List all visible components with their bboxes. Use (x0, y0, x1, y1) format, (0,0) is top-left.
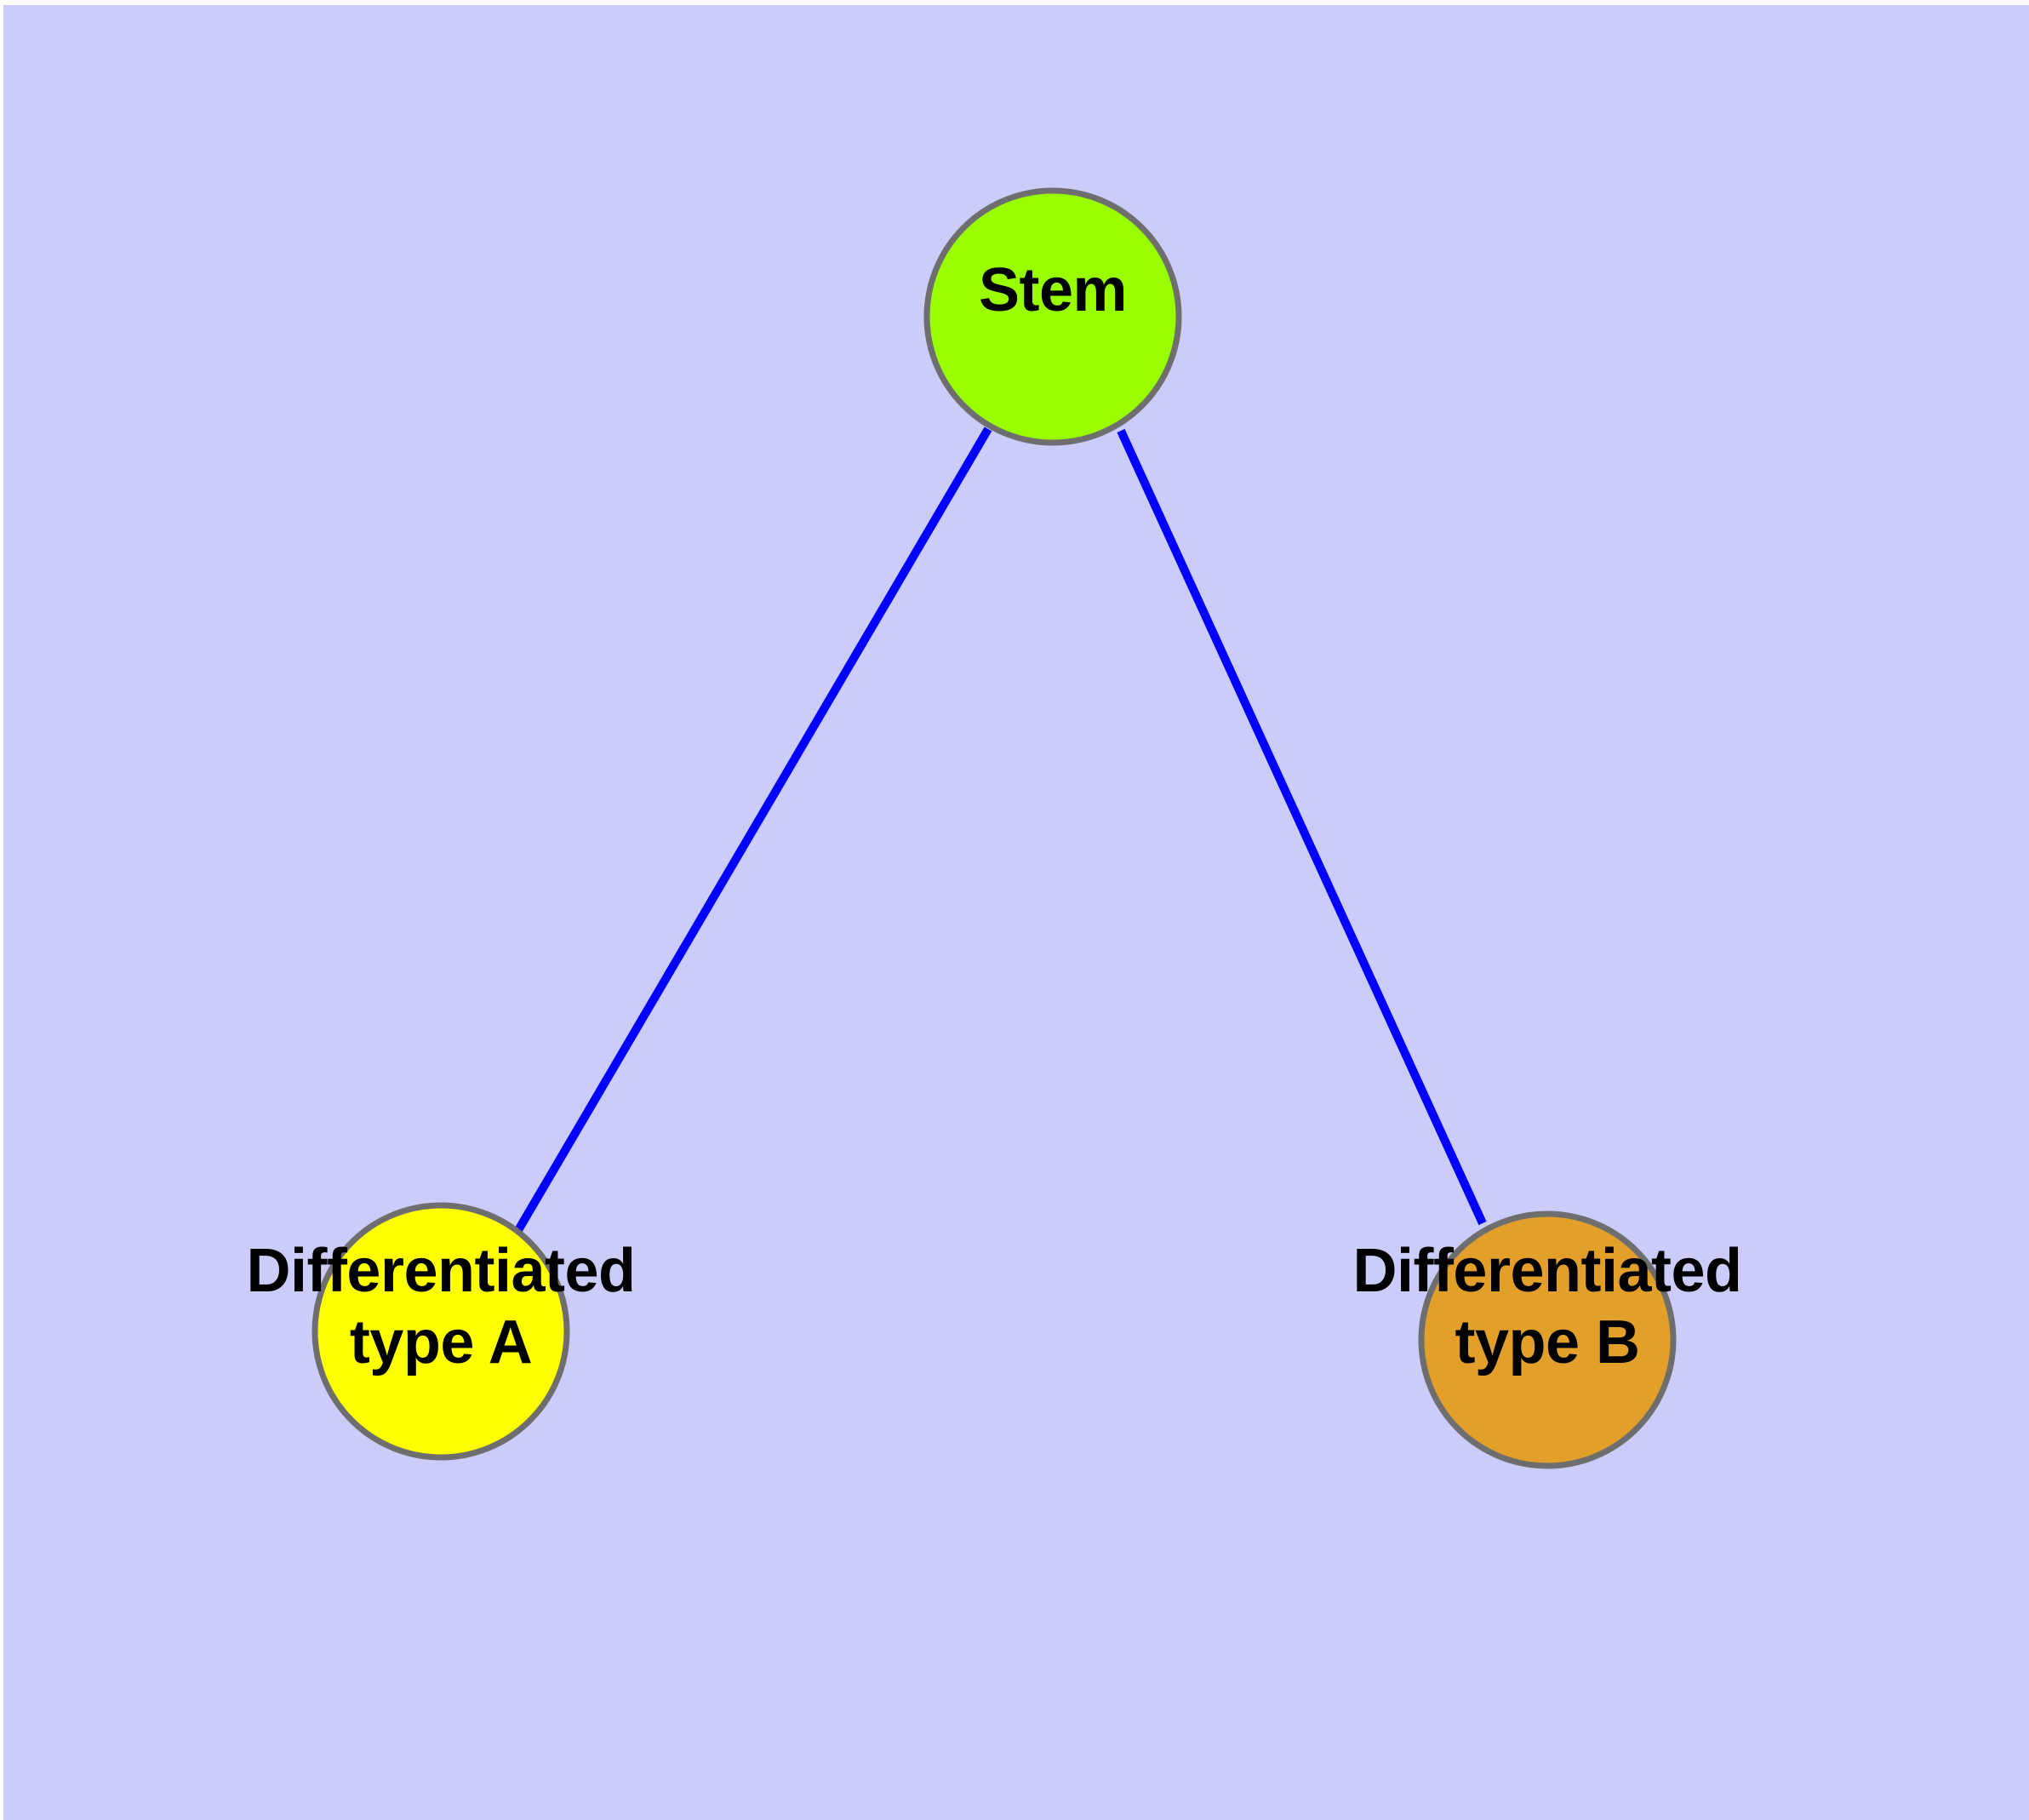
node-label-differentiated-type-a-line1: Differentiated (246, 1237, 636, 1305)
node-label-stem: Stem (978, 256, 1128, 324)
edge-stem-to-differentiated-type-a (508, 426, 992, 1243)
node-differentiated-type-a[interactable]: Differentiated type A (186, 1236, 696, 1389)
node-label-differentiated-type-b-line2: type B (1455, 1308, 1640, 1376)
node-label-differentiated-type-b-line1: Differentiated (1352, 1237, 1742, 1305)
node-layer (311, 187, 1677, 1469)
node-circle-differentiated-type-a[interactable] (311, 1202, 570, 1461)
node-circle-differentiated-type-b[interactable] (1418, 1210, 1677, 1469)
node-differentiated-type-b[interactable]: Differentiated type B (1292, 1236, 1803, 1389)
node-stem[interactable]: Stem (797, 255, 1308, 378)
edge-stem-to-differentiated-type-b (1117, 428, 1487, 1226)
node-circle-stem[interactable] (923, 187, 1182, 446)
node-label-differentiated-type-a-line2: type A (349, 1308, 533, 1376)
edge-layer (508, 426, 1487, 1243)
